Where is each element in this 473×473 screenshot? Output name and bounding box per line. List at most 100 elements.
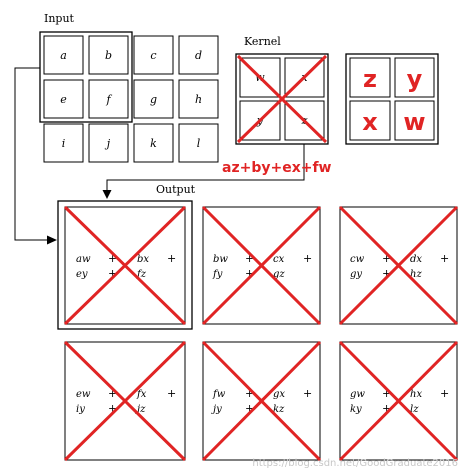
input-cell-label: d <box>195 49 202 62</box>
flipped-kernel-cell: z <box>349 57 391 98</box>
plus-sign: + <box>382 402 391 415</box>
output-cell: aw + bx + ey + fz <box>63 205 187 326</box>
output-term: gw <box>350 389 365 400</box>
input-cell: a <box>43 35 84 75</box>
flipped-kernel-letter: w <box>403 108 425 136</box>
watermark-text: https://blog.csdn.net/GoodGraduate2016 <box>252 458 458 469</box>
output-term: jz <box>135 404 146 415</box>
input-cell: d <box>178 35 219 75</box>
input-matrix: a b c d e f <box>43 35 219 163</box>
kernel-matrix: w x y z <box>235 53 329 145</box>
output-red-cross <box>63 340 187 462</box>
output-red-cross <box>201 205 322 326</box>
output-term: hz <box>410 269 422 280</box>
output-term: ew <box>76 389 91 400</box>
plus-sign: + <box>108 402 117 415</box>
output-term: cx <box>273 254 285 265</box>
plus-sign: + <box>108 252 117 265</box>
kernel-label: Kernel <box>244 35 281 48</box>
plus-sign: + <box>440 387 449 400</box>
plus-sign: + <box>167 252 176 265</box>
plus-sign: + <box>108 387 117 400</box>
input-window-frame <box>39 31 133 123</box>
output-term: fx <box>136 389 147 400</box>
output-term: fw <box>212 389 226 400</box>
output-term: gy <box>350 269 362 280</box>
flipped-kernel-letter: z <box>363 65 377 93</box>
output-label: Output <box>156 183 196 196</box>
output-red-cross <box>63 205 187 326</box>
input-cell: f <box>88 79 129 119</box>
output-cell: gw + hx + ky + lz <box>338 340 459 462</box>
arrow-head <box>102 190 112 199</box>
input-cell: j <box>88 123 129 163</box>
output-red-cross <box>338 340 459 462</box>
output-term: aw <box>76 254 91 265</box>
arrow-head <box>47 235 57 245</box>
flipped-kernel-cell: w <box>394 100 435 141</box>
input-cell: g <box>133 79 174 119</box>
input-cell-label: l <box>197 137 201 150</box>
output-term: kz <box>273 404 285 415</box>
output-term: hx <box>410 389 422 400</box>
input-cell: h <box>178 79 219 119</box>
input-cell-label: j <box>104 137 111 150</box>
input-cell-label: g <box>150 93 157 106</box>
output-term: gz <box>273 269 285 280</box>
output-term: iy <box>76 404 85 415</box>
output-term: lz <box>410 404 419 415</box>
output-red-cross <box>201 340 322 462</box>
input-cell: i <box>43 123 84 163</box>
output-highlight-frame <box>57 200 193 330</box>
input-to-output-arrow <box>14 67 50 241</box>
plus-sign: + <box>382 267 391 280</box>
plus-sign: + <box>303 387 312 400</box>
plus-sign: + <box>245 402 254 415</box>
plus-sign: + <box>245 387 254 400</box>
input-cell: l <box>178 123 219 163</box>
plus-sign: + <box>382 387 391 400</box>
output-term: gx <box>273 389 285 400</box>
output-term: fz <box>136 269 147 280</box>
plus-sign: + <box>167 387 176 400</box>
input-cell-label: i <box>62 137 66 150</box>
plus-sign: + <box>440 252 449 265</box>
input-cell: c <box>133 35 174 75</box>
flipped-kernel-letter: x <box>362 108 378 136</box>
input-cell-label: e <box>60 93 67 106</box>
input-cell-label: c <box>150 49 156 62</box>
input-cell-label: a <box>60 49 67 62</box>
flipped-kernel-cell: x <box>349 100 391 141</box>
flipped-kernel-letter: y <box>407 65 423 93</box>
input-section: Input a b c d e <box>39 12 219 163</box>
arrows <box>14 67 305 245</box>
flipped-kernel-cell: y <box>394 57 435 98</box>
kernel-section: Kernel w x y z <box>235 35 439 145</box>
plus-sign: + <box>108 267 117 280</box>
output-term: fy <box>212 269 223 280</box>
plus-sign: + <box>303 252 312 265</box>
output-cell: fw + gx + jy + kz <box>201 340 322 462</box>
output-cell: ew + fx + iy + jz <box>63 340 187 462</box>
output-cell: bw + cx + fy + gz <box>201 205 322 326</box>
output-term: bx <box>137 254 149 265</box>
formula-text: az+by+ex+fw <box>222 160 332 176</box>
flipped-kernel: z y x w <box>345 53 439 145</box>
output-grid: aw + bx + ey + fz bw + cx + fy + gz cw <box>63 205 459 462</box>
output-term: jy <box>211 404 222 415</box>
input-cell-label: k <box>150 137 157 150</box>
input-cell: e <box>43 79 84 119</box>
output-red-cross <box>338 205 459 326</box>
plus-sign: + <box>245 252 254 265</box>
kernel-to-output-arrow <box>106 144 305 192</box>
input-cell: b <box>88 35 129 75</box>
input-cell: k <box>133 123 174 163</box>
output-term: dx <box>410 254 422 265</box>
output-term: ky <box>350 404 362 415</box>
input-label: Input <box>44 12 75 25</box>
plus-sign: + <box>245 267 254 280</box>
input-cell-label: b <box>105 49 112 62</box>
kernel-red-cross <box>236 54 328 144</box>
output-cell: cw + dx + gy + hz <box>338 205 459 326</box>
